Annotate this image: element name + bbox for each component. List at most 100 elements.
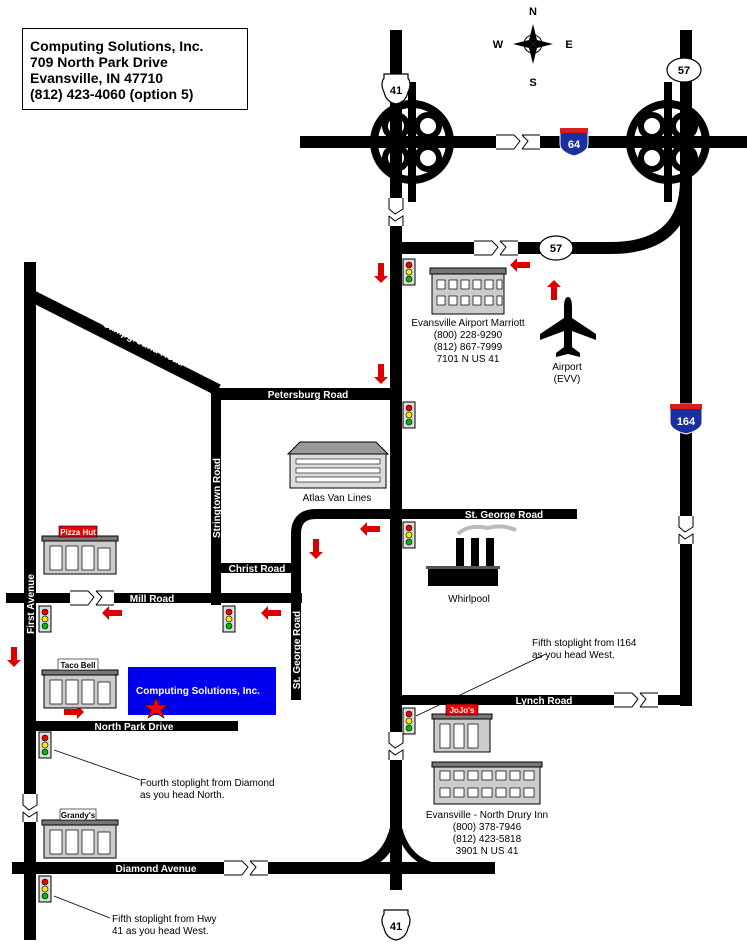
stoplight: [402, 258, 416, 286]
arrow-south: [7, 647, 21, 667]
arrow-north: [547, 280, 561, 300]
label-first-avenue: First Avenue: [26, 574, 37, 634]
drury-name: Evansville - North Drury Inn: [426, 810, 548, 821]
marriott-name: Evansville Airport Marriott: [411, 318, 525, 329]
factory-icon: [426, 524, 517, 586]
compass-e: E: [565, 39, 572, 51]
atlas-name: Atlas Van Lines: [303, 493, 372, 504]
taco-bell-sign: Taco Bell: [61, 661, 96, 670]
jojos-sign: JoJo's: [449, 706, 475, 715]
hwy57-shield-top: 57: [666, 57, 702, 83]
pizza-hut-sign: Pizza Hut: [60, 528, 96, 537]
stoplight: [222, 605, 236, 633]
road-break: [473, 240, 519, 256]
marriott-building: [429, 267, 507, 315]
phone-number: (812) 423-4060 (option 5): [30, 86, 194, 102]
stoplight: [38, 875, 52, 903]
label-st-george-road-v: St. George Road: [292, 611, 303, 689]
label-lynch-road: Lynch Road: [516, 696, 573, 707]
company-name: Computing Solutions, Inc.: [30, 38, 204, 54]
i64-label: 64: [568, 139, 581, 151]
grandys-sign: Grandy's: [61, 811, 96, 820]
hwy57-label-mid: 57: [550, 243, 562, 255]
stoplight: [402, 521, 416, 549]
whirlpool-name: Whirlpool: [448, 594, 490, 605]
atlas-building: [286, 441, 390, 489]
compass-n: N: [529, 6, 537, 18]
road-break: [495, 134, 541, 150]
note-fifth-hwy41-line2: 41 as you head West.: [112, 926, 209, 937]
road-break: [388, 197, 404, 227]
note-fifth-i164-line1: Fifth stoplight from I164: [532, 638, 637, 649]
arrow-south: [309, 539, 323, 559]
stoplight: [38, 731, 52, 759]
airport-code: (EVV): [554, 374, 581, 385]
compass-rose: N S W E: [493, 6, 573, 89]
airplane-icon: [540, 297, 596, 357]
road-st-george: [291, 509, 577, 700]
note-fifth-i164-line2: as you head West.: [532, 650, 615, 661]
label-stringtown-road: Stringtown Road: [212, 458, 223, 538]
stoplight: [38, 605, 52, 633]
road-break: [223, 860, 269, 876]
arrow-south: [374, 263, 388, 283]
road-campground: [27, 289, 221, 396]
arrow-south: [374, 364, 388, 384]
compass-w: W: [493, 39, 504, 51]
interchange-us41-i64: [352, 82, 472, 202]
arrow-west: [102, 606, 122, 620]
road-break: [678, 515, 694, 545]
road-break: [22, 793, 38, 823]
hwy57-shield-mid: 57: [538, 235, 574, 261]
callout-line: [415, 653, 547, 717]
road-break: [388, 731, 404, 761]
note-fourth-diamond-line1: Fourth stoplight from Diamond: [140, 778, 275, 789]
airport-name: Airport: [552, 362, 582, 373]
callout-line: [53, 749, 141, 781]
city-state-zip: Evansville, IN 47710: [30, 70, 164, 86]
hwy57-label-top: 57: [678, 65, 690, 77]
arrow-west: [360, 522, 380, 536]
stoplight: [402, 707, 416, 735]
marriott-phone2: (812) 867-7999: [434, 342, 503, 353]
interchange-i64-i164: [608, 82, 728, 202]
marriott-address: 7101 N US 41: [437, 354, 500, 365]
drury-inn-building: [431, 761, 543, 805]
destination-label: Computing Solutions, Inc.: [136, 686, 260, 697]
drury-address: 3901 N US 41: [456, 846, 519, 857]
stoplight: [402, 401, 416, 429]
address-box: Computing Solutions, Inc. 709 North Park…: [22, 28, 248, 110]
interchange-us41-diamond: [339, 799, 453, 871]
note-fourth-diamond-line2: as you head North.: [140, 790, 225, 801]
arrow-west: [261, 606, 281, 620]
drury-phone2: (812) 423-5818: [453, 834, 522, 845]
label-diamond-avenue: Diamond Avenue: [116, 864, 197, 875]
destination-marker: Computing Solutions, Inc.: [128, 667, 276, 719]
i64-shield: 64: [559, 127, 589, 157]
label-mill-road: Mill Road: [130, 594, 174, 605]
callout-line: [53, 895, 111, 919]
taco-bell-building: Taco Bell: [41, 658, 119, 709]
label-petersburg-road: Petersburg Road: [268, 390, 349, 401]
note-fifth-hwy41-line1: Fifth stoplight from Hwy: [112, 914, 216, 925]
i164-shield: 164: [669, 403, 703, 435]
drury-phone1: (800) 378-7946: [453, 822, 522, 833]
us41-shield-bottom: 41: [381, 909, 411, 941]
destination-star-icon: [143, 696, 169, 719]
us41-label-top: 41: [390, 85, 402, 97]
us41-shield-top: 41: [381, 73, 411, 105]
label-st-george-road-h: St. George Road: [465, 510, 543, 521]
jojos-building: JoJo's: [431, 703, 493, 753]
road-break: [69, 590, 115, 606]
compass-s: S: [529, 77, 536, 89]
label-christ-road: Christ Road: [229, 564, 286, 575]
pizza-hut-building: Pizza Hut: [41, 525, 119, 575]
road-break: [613, 692, 659, 708]
us41-label-bottom: 41: [390, 921, 402, 933]
street-address: 709 North Park Drive: [30, 54, 168, 70]
marriott-phone1: (800) 228-9290: [434, 330, 503, 341]
arrow-west: [510, 258, 530, 272]
grandys-building: Grandy's: [41, 808, 119, 859]
i164-label: 164: [677, 416, 696, 428]
